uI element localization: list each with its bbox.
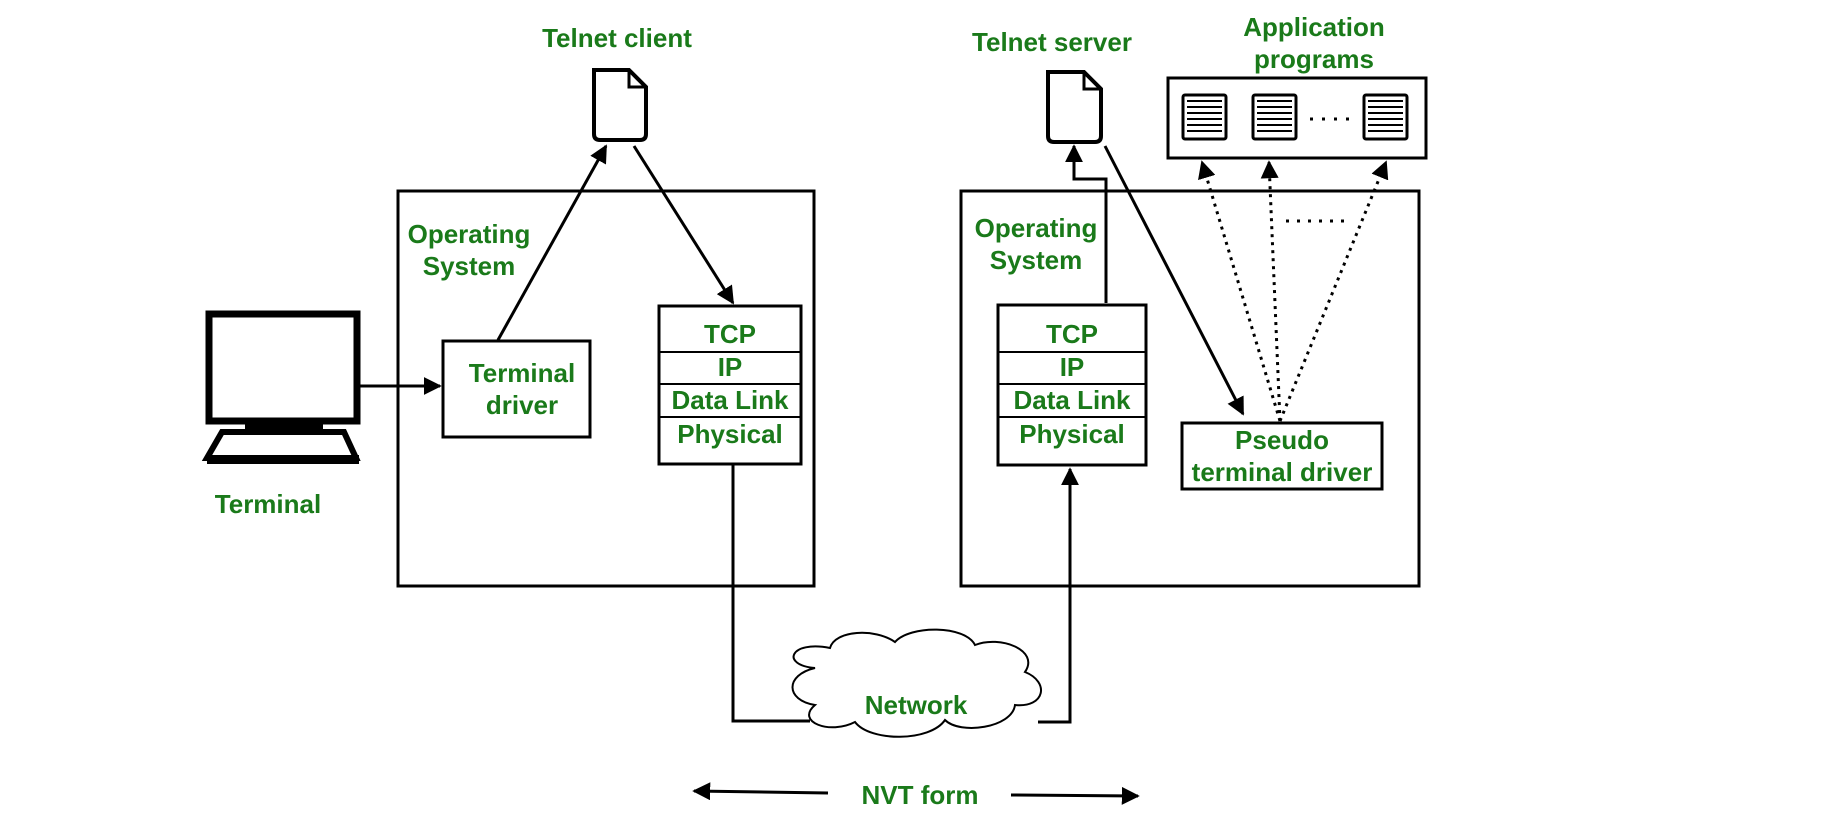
pseudo-to-app-1-dotted-arrow xyxy=(1198,160,1282,422)
nvt-left-arrow xyxy=(692,782,829,801)
application-programs-box xyxy=(1166,76,1428,160)
pseudo-terminal-driver-label-line1: Pseudo xyxy=(1235,425,1329,455)
terminal-driver-label-line1: Terminal xyxy=(468,358,576,388)
driver-to-client-arrow xyxy=(496,144,608,341)
server-stack-ip: IP xyxy=(1059,352,1085,382)
client-stack-physical: Physical xyxy=(677,419,783,449)
app-doc-icon-1 xyxy=(1181,93,1228,141)
server-os-label-line1: Operating xyxy=(974,213,1098,243)
application-programs-label-line1: Application xyxy=(1243,12,1385,42)
client-to-tcp-arrow xyxy=(632,145,735,305)
client-protocol-stack xyxy=(657,304,803,466)
server-stack-data-link: Data Link xyxy=(1013,385,1131,415)
pseudo-terminal-driver-label-line2: terminal driver xyxy=(1191,457,1373,487)
nvt-right-arrow xyxy=(1010,786,1140,805)
client-stack-ip: IP xyxy=(717,352,743,382)
pseudo-to-app-2-dotted-arrow xyxy=(1260,160,1282,422)
terminal-driver-label-line2: driver xyxy=(485,390,559,420)
server-stack-tcp: TCP xyxy=(1046,319,1098,349)
client-stack-tcp: TCP xyxy=(704,319,756,349)
nvt-form-label: NVT form xyxy=(861,780,979,810)
client-os-label-line1: Operating xyxy=(407,219,531,249)
telnet-server-doc-icon xyxy=(1046,70,1103,144)
pseudo-terminal-driver-box xyxy=(1180,421,1384,491)
telnet-client-label: Telnet client xyxy=(542,23,692,53)
server-os-box xyxy=(959,189,1421,588)
telnet-client-doc-icon xyxy=(592,68,648,142)
pseudo-to-app-3-dotted-arrow xyxy=(1278,160,1389,422)
network-label: Network xyxy=(864,690,968,720)
client-stack-data-link: Data Link xyxy=(671,385,789,415)
terminal-computer-icon xyxy=(201,310,361,464)
client-os-box xyxy=(396,189,816,588)
server-os-label-line2: System xyxy=(989,245,1083,275)
physical-to-network-line xyxy=(731,464,810,723)
server-tcp-to-telnet-server-arrow xyxy=(1065,144,1108,303)
app-doc-icon-3 xyxy=(1362,93,1409,141)
telnet-server-label: Telnet server xyxy=(972,27,1132,57)
network-cloud xyxy=(791,628,1042,738)
application-programs-label-line2: programs xyxy=(1254,44,1374,74)
app-doc-icon-2 xyxy=(1251,93,1298,141)
telnet-server-to-pseudo-arrow xyxy=(1103,145,1245,416)
client-os-label-line2: System xyxy=(422,251,516,281)
terminal-label: Terminal xyxy=(214,489,322,519)
server-stack-physical: Physical xyxy=(1019,419,1125,449)
terminal-driver-box xyxy=(441,339,592,439)
server-protocol-stack xyxy=(996,303,1148,467)
network-to-server-physical-arrow xyxy=(1038,467,1079,724)
